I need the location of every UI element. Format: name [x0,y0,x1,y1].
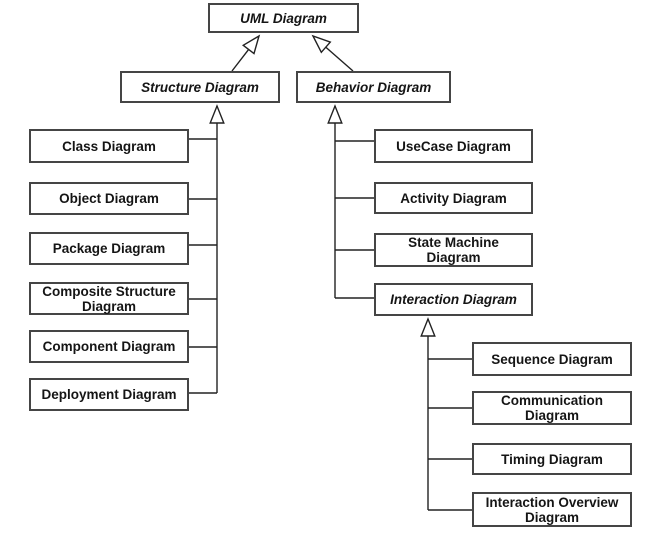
node-label: Activity Diagram [400,190,507,206]
node-label: Structure Diagram [141,79,259,95]
node-communication-diagram: Communication Diagram [472,391,632,425]
node-label: UseCase Diagram [396,138,511,154]
node-behavior-diagram: Behavior Diagram [296,71,451,103]
node-label: Interaction Diagram [390,292,517,307]
node-interaction-overview-diagram: Interaction Overview Diagram [472,492,632,527]
edge-behavior-to-uml [311,34,354,72]
node-label: UML Diagram [240,10,327,26]
generalization-edges [189,34,472,511]
node-label: Behavior Diagram [315,79,432,95]
node-package-diagram: Package Diagram [29,232,189,265]
node-label: Composite Structure Diagram [42,283,176,314]
node-label: Component Diagram [42,339,176,354]
node-label: Communication Diagram [500,393,603,423]
node-interaction-diagram: Interaction Diagram [374,283,533,316]
node-label: Package Diagram [52,241,166,256]
node-label: Deployment Diagram [41,387,177,402]
node-label: Object Diagram [59,191,159,206]
node-usecase-diagram: UseCase Diagram [374,129,533,163]
node-label: Timing Diagram [501,451,603,467]
node-object-diagram: Object Diagram [29,182,189,215]
node-label: State Machine Diagram [408,235,499,265]
node-component-diagram: Component Diagram [29,330,189,363]
node-label: Class Diagram [62,138,156,154]
node-activity-diagram: Activity Diagram [374,182,533,214]
node-deployment-diagram: Deployment Diagram [29,378,189,411]
node-composite-structure-diagram: Composite Structure Diagram [29,282,189,315]
node-timing-diagram: Timing Diagram [472,443,632,475]
node-label: Interaction Overview Diagram [485,494,619,525]
edge-structure-to-uml [231,34,261,72]
node-class-diagram: Class Diagram [29,129,189,163]
node-uml-diagram: UML Diagram [208,3,359,33]
node-label: Sequence Diagram [491,351,613,367]
node-structure-diagram: Structure Diagram [120,71,280,103]
node-state-machine-diagram: State Machine Diagram [374,233,533,267]
node-sequence-diagram: Sequence Diagram [472,342,632,376]
